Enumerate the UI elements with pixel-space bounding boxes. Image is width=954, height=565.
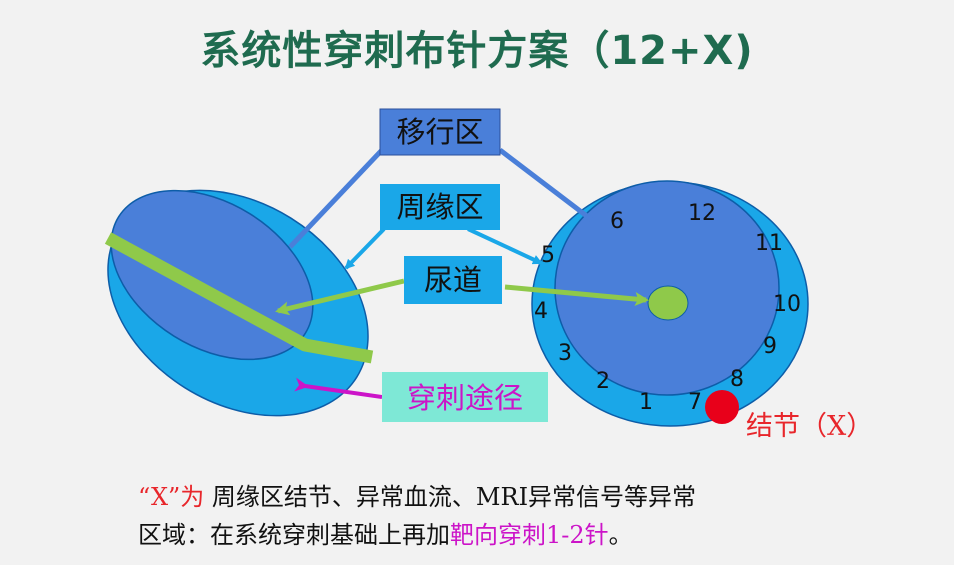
clock-number-1: 1: [639, 390, 653, 415]
caption-line-1-text: 周缘区结节、异常血流、MRI异常信号等异常: [204, 483, 697, 511]
nodule-marker: [705, 390, 739, 424]
label-urethra-text: 尿道: [424, 263, 482, 297]
transition-zone-line-left: [288, 148, 384, 249]
clock-number-6: 6: [610, 209, 624, 234]
sagittal-prostate: [104, 189, 374, 417]
clock-number-12: 12: [688, 201, 716, 226]
urethra-arrow-left: [275, 278, 405, 316]
puncture-path-arrow: [294, 377, 383, 399]
peripheral-zone-arrow-left: [344, 227, 386, 270]
clock-number-8: 8: [730, 367, 744, 392]
page-title: 系统性穿刺布针方案（12+X): [200, 28, 754, 74]
label-puncture-path: 穿刺途径: [382, 372, 548, 422]
clock-number-5: 5: [541, 243, 555, 268]
urethra-arrow-right: [504, 284, 649, 306]
clock-number-4: 4: [534, 299, 548, 324]
clock-number-7: 7: [688, 390, 702, 415]
caption-line-2-text: 区域：在系统穿刺基础上再加: [138, 521, 450, 549]
transition-zone-line-right: [498, 148, 594, 222]
caption-highlight: 靶向穿刺1-2针: [450, 521, 609, 549]
label-nodule-text: 结节（X）: [746, 411, 873, 442]
label-puncture-path-text: 穿刺途径: [407, 381, 523, 415]
caption: “X”为 周缘区结节、异常血流、MRI异常信号等异常 区域：在系统穿刺基础上再加…: [138, 478, 898, 554]
label-peripheral-zone-text: 周缘区: [396, 190, 483, 224]
label-transition-zone: 移行区: [379, 108, 501, 156]
label-peripheral-zone: 周缘区: [380, 184, 500, 230]
axial-urethra: [647, 285, 689, 321]
clock-number-9: 9: [763, 334, 777, 359]
label-transition-zone-text: 移行区: [396, 115, 483, 149]
clock-number-11: 11: [755, 231, 783, 256]
label-urethra: 尿道: [404, 256, 502, 304]
sagittal-urethra: [104, 232, 374, 364]
clock-number-2: 2: [596, 369, 610, 394]
caption-x-quote: “X”为: [138, 483, 205, 511]
caption-line-1: “X”为 周缘区结节、异常血流、MRI异常信号等异常: [138, 478, 898, 516]
clock-number-3: 3: [558, 341, 572, 366]
caption-line-2: 区域：在系统穿刺基础上再加靶向穿刺1-2针。: [138, 516, 898, 554]
axial-prostate: [531, 180, 809, 427]
peripheral-zone-arrow-right: [467, 227, 543, 265]
clock-number-10: 10: [773, 292, 801, 317]
caption-line-2-end: 。: [608, 521, 633, 549]
